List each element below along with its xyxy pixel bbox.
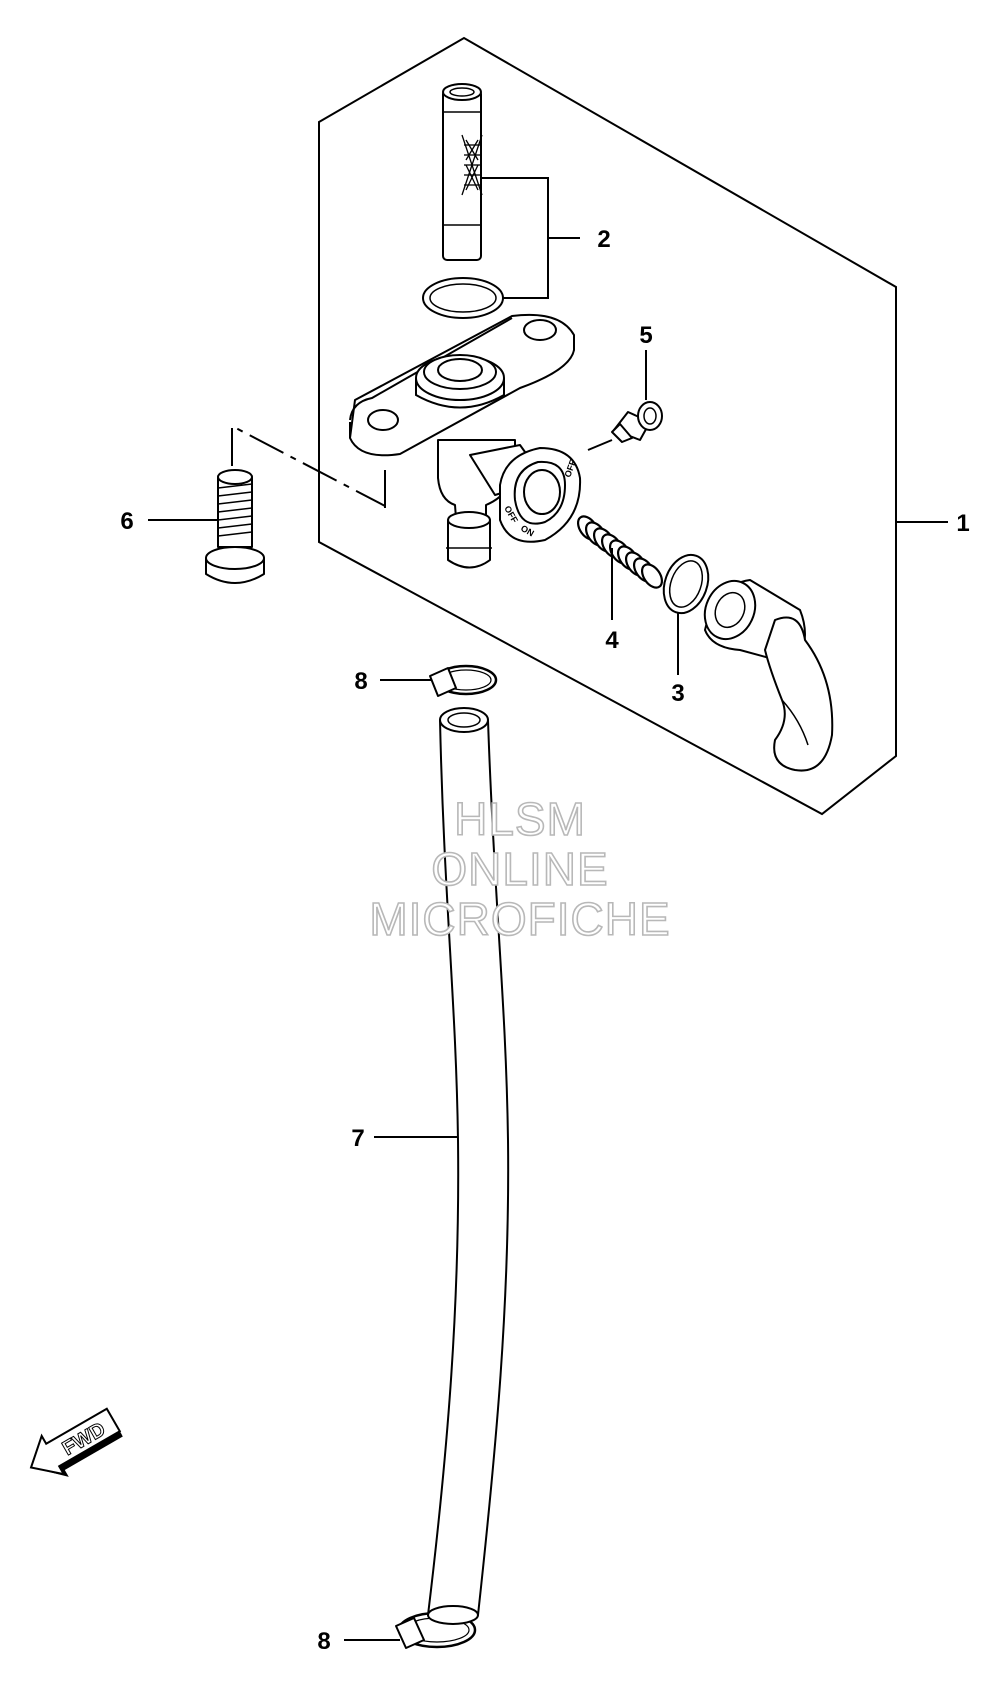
part-3-o-ring[interactable]	[656, 549, 716, 620]
callout-8-bottom: 8	[317, 1628, 330, 1655]
part-6-bolt[interactable]	[205, 469, 265, 584]
part-8-clamp-top[interactable]	[429, 664, 498, 697]
part-4-spring[interactable]	[574, 513, 666, 591]
callout-4: 4	[605, 627, 619, 654]
callout-1: 1	[956, 510, 969, 537]
callout-6: 6	[120, 508, 133, 535]
callout-2-bracket	[482, 177, 549, 299]
part-2-strainer[interactable]	[442, 83, 483, 261]
assembly-boundary	[318, 36, 897, 816]
callout-7: 7	[351, 1125, 364, 1152]
fwd-arrow: FWD	[29, 1407, 123, 1477]
watermark: HLSM ONLINE MICROFICHE	[369, 792, 671, 946]
svg-text:ONLINE: ONLINE	[431, 843, 608, 895]
callout-leaders	[148, 519, 948, 1641]
part-7-fuel-hose[interactable]	[427, 707, 510, 1625]
svg-text:MICROFICHE: MICROFICHE	[369, 893, 670, 945]
valve-lever[interactable]	[696, 573, 834, 772]
callout-5: 5	[639, 322, 652, 349]
callout-3: 3	[671, 680, 684, 707]
valve-knob-face[interactable]: OFF OFF ON	[499, 447, 582, 543]
callout-8-top: 8	[354, 668, 367, 695]
svg-text:HLSM: HLSM	[454, 793, 586, 845]
callout-2: 2	[597, 226, 610, 253]
part-5-screw[interactable]	[611, 401, 663, 443]
